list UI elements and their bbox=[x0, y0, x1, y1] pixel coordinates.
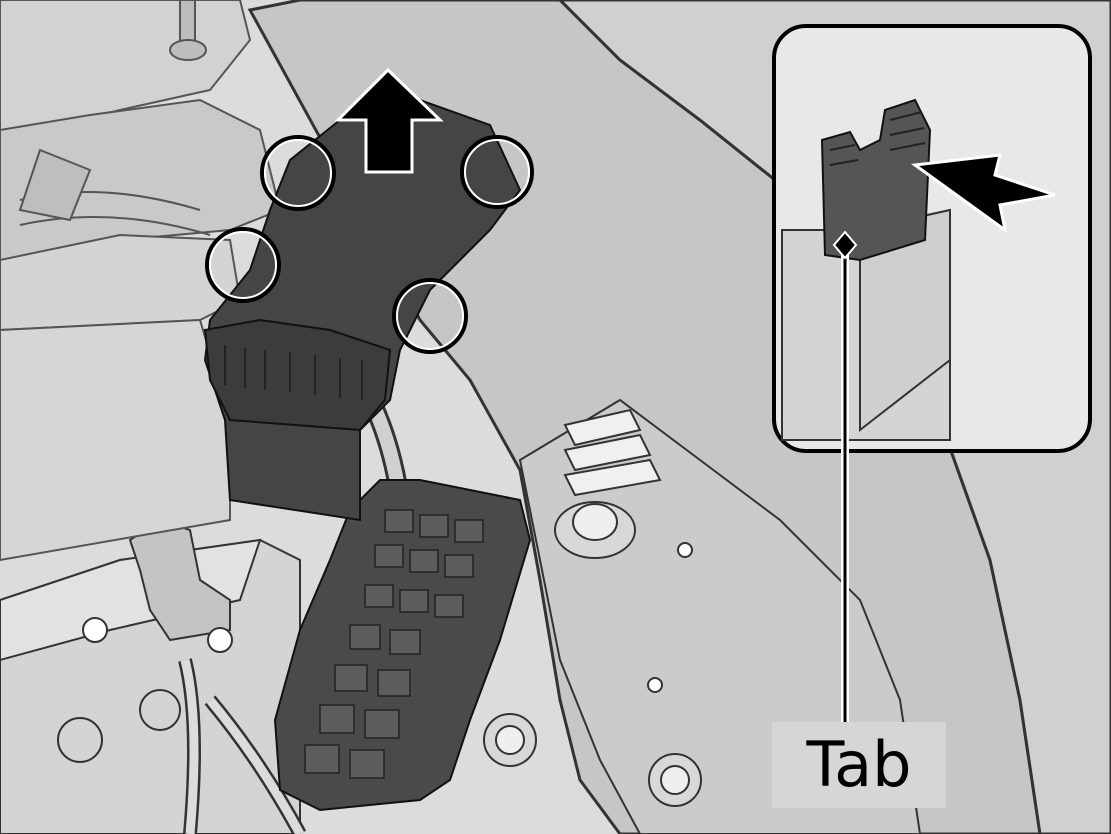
up-arrow-icon bbox=[334, 67, 444, 174]
circle-highlight-icon bbox=[260, 135, 336, 211]
tab-label: Tab bbox=[806, 728, 912, 801]
panel-vents bbox=[563, 408, 662, 497]
circle-highlight-icon bbox=[205, 227, 281, 303]
engine-cover bbox=[0, 318, 231, 562]
circle-highlight-icon bbox=[392, 278, 468, 354]
left-arrow-icon bbox=[910, 153, 1056, 234]
circle-highlight-icon bbox=[460, 135, 534, 209]
panel-bolts bbox=[483, 501, 702, 807]
clip-markers bbox=[205, 135, 534, 354]
tab-detail-inset bbox=[772, 24, 1092, 453]
battery bbox=[0, 518, 307, 834]
tab-label-box: Tab bbox=[772, 722, 946, 808]
engine-components bbox=[0, 0, 282, 332]
fuse-box-base bbox=[273, 479, 532, 812]
tab-leader-line bbox=[832, 230, 858, 722]
